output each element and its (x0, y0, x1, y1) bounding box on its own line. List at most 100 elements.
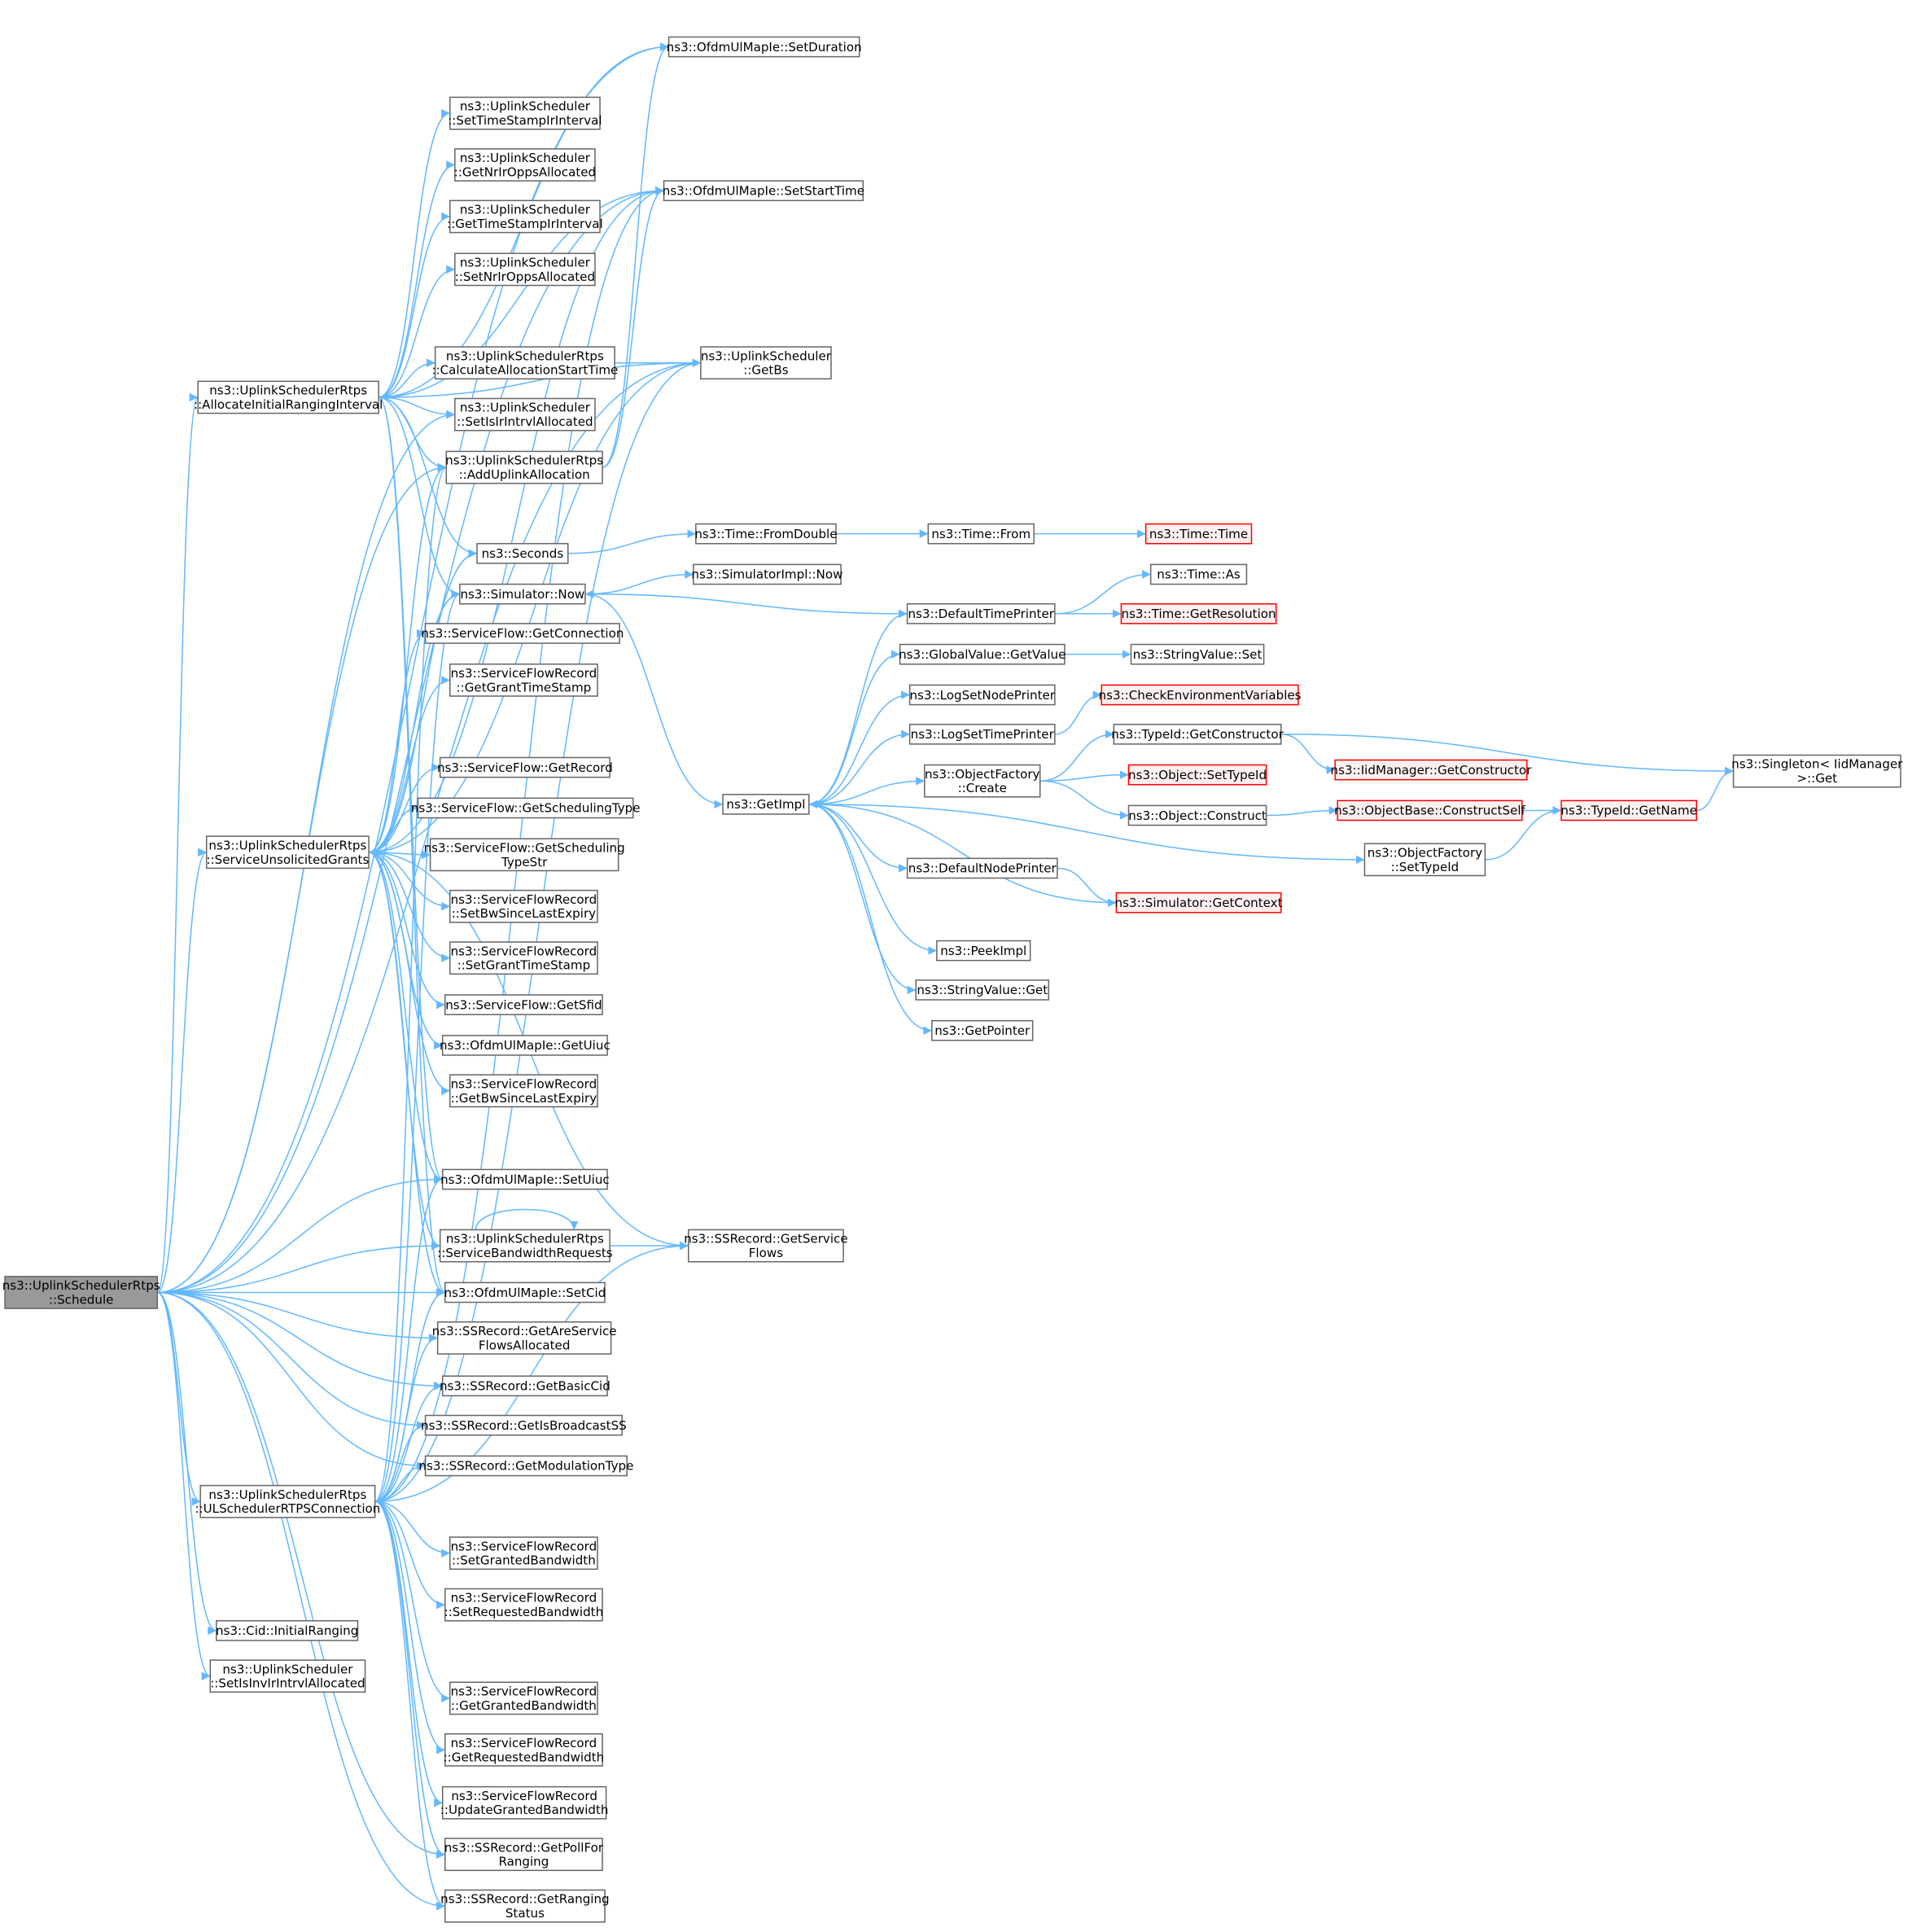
node-ulRtps[interactable]: ns3::UplinkSchedulerRtps::ULSchedulerRTP… (195, 1484, 380, 1518)
node-objConstruct[interactable]: ns3::Object::Construct (1127, 804, 1267, 826)
node-timeTime[interactable]: ns3::Time::Time (1144, 523, 1253, 545)
node-getResolution[interactable]: ns3::Time::GetResolution (1120, 602, 1277, 624)
node-box (439, 1229, 610, 1263)
node-setStartTime[interactable]: ns3::OfdmUlMapIe::SetStartTime (663, 180, 864, 202)
node-label: ns3::ServiceFlowRecord (451, 1539, 597, 1553)
node-setTimeStampIr[interactable]: ns3::UplinkScheduler::SetTimeStampIrInte… (448, 96, 602, 130)
node-simNow[interactable]: ns3::Simulator::Now (459, 583, 586, 605)
node-ofCreate[interactable]: ns3::ObjectFactory::Create (923, 764, 1041, 798)
node-getBwSince[interactable]: ns3::ServiceFlowRecord::GetBwSinceLastEx… (449, 1074, 598, 1108)
node-box (1560, 800, 1697, 821)
node-tidGetName[interactable]: ns3::TypeId::GetName (1560, 800, 1697, 821)
edge-serviceUnsol-to-getSfid (369, 852, 445, 1010)
node-setUiuc[interactable]: ns3::OfdmUlMapIe::SetUiuc (440, 1168, 610, 1190)
node-setGrantTS[interactable]: ns3::ServiceFlowRecord::SetGrantTimeStam… (449, 941, 598, 975)
node-ofSetTypeId[interactable]: ns3::ObjectFactory::SetTypeId (1363, 843, 1486, 877)
node-logSetTimePrinter[interactable]: ns3::LogSetTimePrinter (908, 723, 1056, 745)
node-getBs[interactable]: ns3::UplinkScheduler::GetBs (700, 346, 832, 380)
node-label: ns3::UplinkSchedulerRtps (445, 453, 603, 468)
node-logSetNodePrinter[interactable]: ns3::LogSetNodePrinter (908, 684, 1056, 706)
node-getIsBroadcast[interactable]: ns3::SSRecord::GetIsBroadcastSS (421, 1414, 627, 1436)
node-gvGetValue[interactable]: ns3::GlobalValue::GetValue (899, 643, 1066, 665)
node-getConnection[interactable]: ns3::ServiceFlow::GetConnection (421, 623, 624, 644)
node-iidGetCtor[interactable]: ns3::IidManager::GetConstructor (1331, 759, 1533, 781)
node-defaultTimePrinter[interactable]: ns3::DefaultTimePrinter (906, 602, 1056, 624)
edge-defaultTimePrinter-to-simNow (584, 589, 908, 615)
node-box (441, 1035, 608, 1056)
node-getNrIrOpps[interactable]: ns3::UplinkScheduler::GetNrIrOppsAllocat… (454, 148, 596, 182)
node-timeFrom[interactable]: ns3::Time::From (927, 523, 1035, 545)
node-peekImpl[interactable]: ns3::PeekImpl (936, 940, 1031, 962)
node-checkEnv[interactable]: ns3::CheckEnvironmentVariables (1099, 684, 1302, 706)
node-box (444, 1889, 606, 1923)
node-tidGetCtor[interactable]: ns3::TypeId::GetConstructor (1111, 723, 1284, 745)
edge-schedule-to-getRangingStatus (157, 1291, 445, 1911)
node-serviceBw[interactable]: ns3::UplinkSchedulerRtps::ServiceBandwid… (437, 1229, 613, 1263)
edge-schedule-to-getAreSF (157, 1291, 438, 1343)
node-label: ns3::SSRecord::GetRanging (440, 1892, 609, 1907)
node-label: ns3::GetImpl (726, 797, 805, 812)
node-addUplink[interactable]: ns3::UplinkSchedulerRtps::AddUplinkAlloc… (445, 450, 603, 484)
node-box (927, 523, 1035, 545)
node-objSetTypeId[interactable]: ns3::Object::SetTypeId (1127, 764, 1267, 786)
node-getSchedType[interactable]: ns3::ServiceFlow::GetSchedulingType (411, 797, 641, 819)
node-fromDouble[interactable]: ns3::Time::FromDouble (694, 523, 838, 545)
node-getBasicCid[interactable]: ns3::SSRecord::GetBasicCid (440, 1375, 610, 1397)
node-box (429, 838, 619, 872)
node-singleton[interactable]: ns3::Singleton< IidManager >::Get (1731, 754, 1903, 788)
node-label: ns3::Seconds (482, 546, 564, 561)
node-setReqBw[interactable]: ns3::ServiceFlowRecord::SetRequestedBand… (444, 1588, 604, 1622)
node-calcAlloc[interactable]: ns3::UplinkSchedulerRtps::CalculateAlloc… (431, 346, 618, 380)
node-getGrantedBw[interactable]: ns3::ServiceFlowRecord::GetGrantedBandwi… (449, 1681, 598, 1715)
node-label: ::Schedule (49, 1292, 114, 1307)
node-setBwSince[interactable]: ns3::ServiceFlowRecord::SetBwSinceLastEx… (449, 889, 598, 923)
node-defaultNodePrinter[interactable]: ns3::DefaultNodePrinter (906, 857, 1058, 879)
node-box (1130, 643, 1265, 665)
edge-tidGetName-to-singleton (1696, 766, 1734, 812)
node-serviceUnsol[interactable]: ns3::UplinkSchedulerRtps::ServiceUnsolic… (205, 835, 370, 870)
node-setDuration[interactable]: ns3::OfdmUlMapIe::SetDuration (667, 36, 862, 58)
node-svGet[interactable]: ns3::StringValue::Get (915, 979, 1050, 1001)
node-simGetContext[interactable]: ns3::Simulator::GetContext (1115, 892, 1283, 913)
node-getPointer[interactable]: ns3::GetPointer (931, 1019, 1034, 1041)
node-getUiuc[interactable]: ns3::OfdmUlMapIe::GetUiuc (440, 1035, 610, 1056)
node-getAreSF[interactable]: ns3::SSRecord::GetAreServiceFlowsAllocat… (432, 1321, 617, 1355)
node-label: ns3::SSRecord::GetModulationType (418, 1459, 633, 1474)
node-getModType[interactable]: ns3::SSRecord::GetModulationType (418, 1455, 633, 1477)
node-schedule[interactable]: ns3::UplinkSchedulerRtps::Schedule (2, 1276, 160, 1309)
node-box (197, 380, 379, 414)
node-box (449, 1536, 598, 1571)
node-simImplNow[interactable]: ns3::SimulatorImpl::Now (691, 563, 842, 585)
node-getGrantTS[interactable]: ns3::ServiceFlowRecord::GetGrantTimeStam… (449, 663, 598, 697)
node-updateGrantedBw[interactable]: ns3::ServiceFlowRecord::UpdateGrantedBan… (440, 1785, 609, 1820)
node-label: >::Get (1796, 771, 1837, 786)
node-getReqBw[interactable]: ns3::ServiceFlowRecord::GetRequestedBand… (444, 1733, 605, 1767)
node-setNrIrOpps[interactable]: ns3::UplinkScheduler::SetNrIrOppsAllocat… (454, 252, 596, 287)
node-setIsIr[interactable]: ns3::UplinkScheduler::SetIsIrIntrvlAlloc… (454, 397, 596, 432)
node-label: ::AddUplinkAllocation (459, 467, 590, 482)
node-setIsInvIr[interactable]: ns3::UplinkScheduler::SetIsInvIrIntrvlAl… (209, 1659, 366, 1693)
node-box (449, 199, 601, 234)
node-seconds[interactable]: ns3::Seconds (476, 542, 569, 564)
node-label: ::CalculateAllocationStartTime (431, 363, 618, 378)
node-setCid[interactable]: ns3::OfdmUlMapIe::SetCid (444, 1281, 606, 1303)
node-ctorSelf[interactable]: ns3::ObjectBase::ConstructSelf (1334, 800, 1526, 821)
node-timeAs[interactable]: ns3::Time::As (1149, 563, 1248, 585)
node-label: ::GetRequestedBandwidth (444, 1750, 605, 1764)
node-getImpl[interactable]: ns3::GetImpl (722, 794, 810, 815)
node-getSfid[interactable]: ns3::ServiceFlow::GetSfid (444, 994, 603, 1015)
node-setGrantedBw[interactable]: ns3::ServiceFlowRecord::SetGrantedBandwi… (449, 1536, 598, 1571)
node-initialRanging[interactable]: ns3::Cid::InitialRanging (216, 1619, 358, 1641)
node-label: ns3::GlobalValue::GetValue (899, 647, 1066, 662)
node-label: TypeStr (501, 855, 548, 870)
node-getTimeStampIr[interactable]: ns3::UplinkScheduler::GetTimeStampIrInte… (447, 199, 603, 234)
node-label: ::SetGrantedBandwidth (452, 1553, 596, 1568)
node-getRecord[interactable]: ns3::ServiceFlow::GetRecord (437, 756, 613, 778)
node-svSet[interactable]: ns3::StringValue::Set (1130, 643, 1265, 665)
node-allocInit[interactable]: ns3::UplinkSchedulerRtps::AllocateInitia… (194, 380, 383, 414)
node-label: ns3::UplinkSchedulerRtps (446, 348, 604, 363)
